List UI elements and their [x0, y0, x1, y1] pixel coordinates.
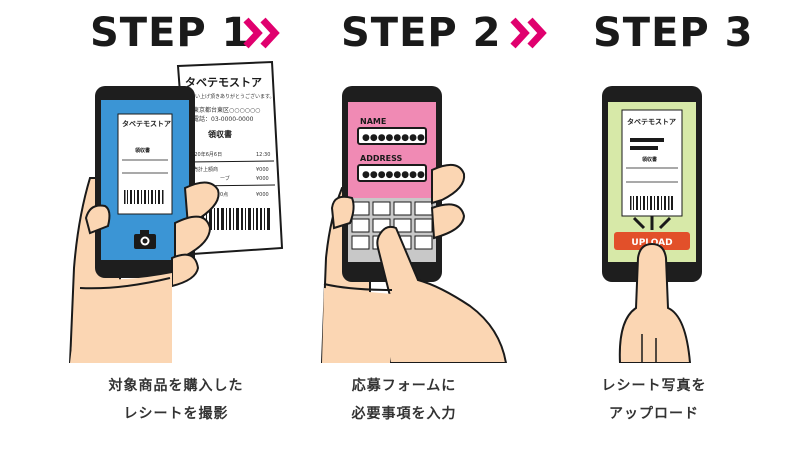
receipt-store-name: タベテモストア — [185, 76, 262, 89]
receipt-time: 12:30 — [256, 152, 270, 158]
step-3-caption: レシート写真を アップロード — [601, 378, 707, 422]
receipt-item-1: 販売計上額商 — [188, 166, 218, 173]
receipt-price-2: ¥000 — [256, 176, 269, 182]
form-address-field[interactable] — [357, 164, 427, 182]
step-3-illustration: タベテモストア 領収書 UPLOAD — [602, 86, 702, 363]
receipt-thanks: お買い上げ頂きありがとうございます。 — [185, 93, 275, 100]
step-1-illustration: タベテモストア お買い上げ頂きありがとうございます。 東京都台東区○○○○○○ … — [68, 60, 284, 363]
svg-text:タベテモストア: タベテモストア — [122, 119, 171, 128]
svg-text:領収書: 領収書 — [134, 147, 150, 154]
step-1-title: STEP 1 — [90, 10, 251, 56]
svg-text:領収書: 領収書 — [641, 156, 657, 163]
step-2-title: STEP 2 — [341, 10, 502, 56]
upload-arrows-icon — [632, 216, 672, 230]
receipt-date: 2020年6月6日 — [188, 151, 222, 158]
form-address-label: ADDRESS — [360, 154, 403, 163]
form-name-label: NAME — [360, 117, 386, 126]
step-3-title: STEP 3 — [593, 10, 754, 56]
receipt-price-3: ¥000 — [256, 192, 269, 198]
receipt-price-1: ¥000 — [256, 167, 269, 173]
receipt-address: 東京都台東区○○○○○○ — [193, 106, 260, 114]
receipt-tel: 電話：03-0000-0000 — [193, 115, 254, 123]
receipt-barcode — [202, 208, 270, 230]
receipt-item-2: ーブ — [220, 175, 230, 182]
form-name-field[interactable] — [357, 127, 427, 145]
double-chevron-right-icon — [510, 17, 547, 49]
step-2-illustration: NAME ●●●●●●●● ADDRESS ●●●●●●●● — [320, 86, 508, 363]
double-chevron-right-icon — [243, 17, 280, 49]
form-name-value: ●●●●●●●● — [362, 133, 425, 143]
receipt-heading: 領収書 — [207, 129, 232, 139]
step-1-caption: 対象商品を購入した レシートを撮影 — [108, 378, 244, 422]
step-2-caption: 応募フォームに 必要事項を入力 — [351, 378, 457, 422]
form-address-value: ●●●●●●●● — [362, 170, 425, 180]
svg-text:タベテモストア: タベテモストア — [627, 117, 676, 126]
upload-button[interactable] — [614, 232, 690, 250]
camera-icon[interactable] — [134, 230, 156, 249]
receipt-qty: 0点 — [220, 192, 228, 198]
